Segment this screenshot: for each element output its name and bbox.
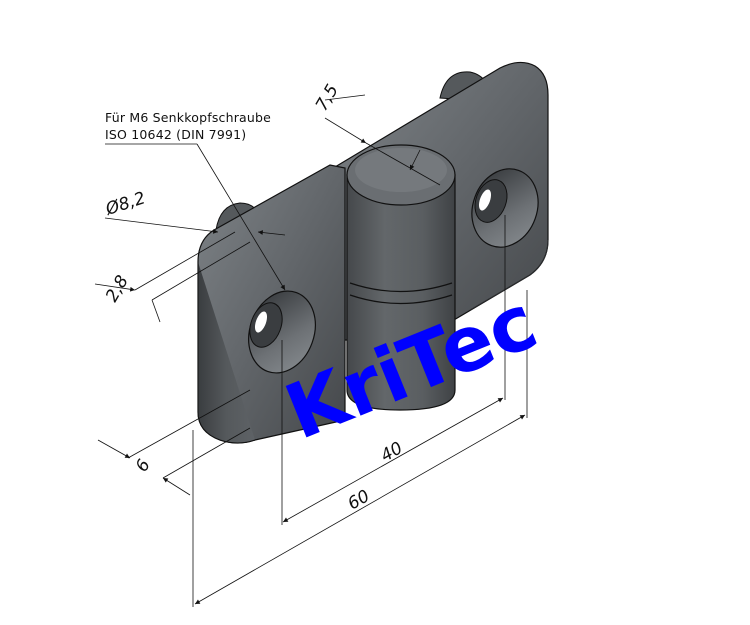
dim-hole-spacing: 40	[378, 438, 407, 466]
screw-note-line1: Für M6 Senkkopfschraube	[105, 110, 272, 125]
dim-knuckle-offset: 7,5	[312, 81, 343, 114]
screw-note-line2: ISO 10642 (DIN 7991)	[105, 127, 247, 142]
dim-depth: 2,8	[102, 272, 133, 306]
dim-overall-length: 60	[345, 486, 374, 514]
dim-thickness: 6	[132, 456, 155, 476]
screw-note: Für M6 Senkkopfschraube ISO 10642 (DIN 7…	[105, 109, 271, 143]
dimension-lines	[94, 94, 528, 607]
left-leaf	[197, 164, 346, 444]
dim-diameter: Ø8,2	[102, 188, 148, 220]
